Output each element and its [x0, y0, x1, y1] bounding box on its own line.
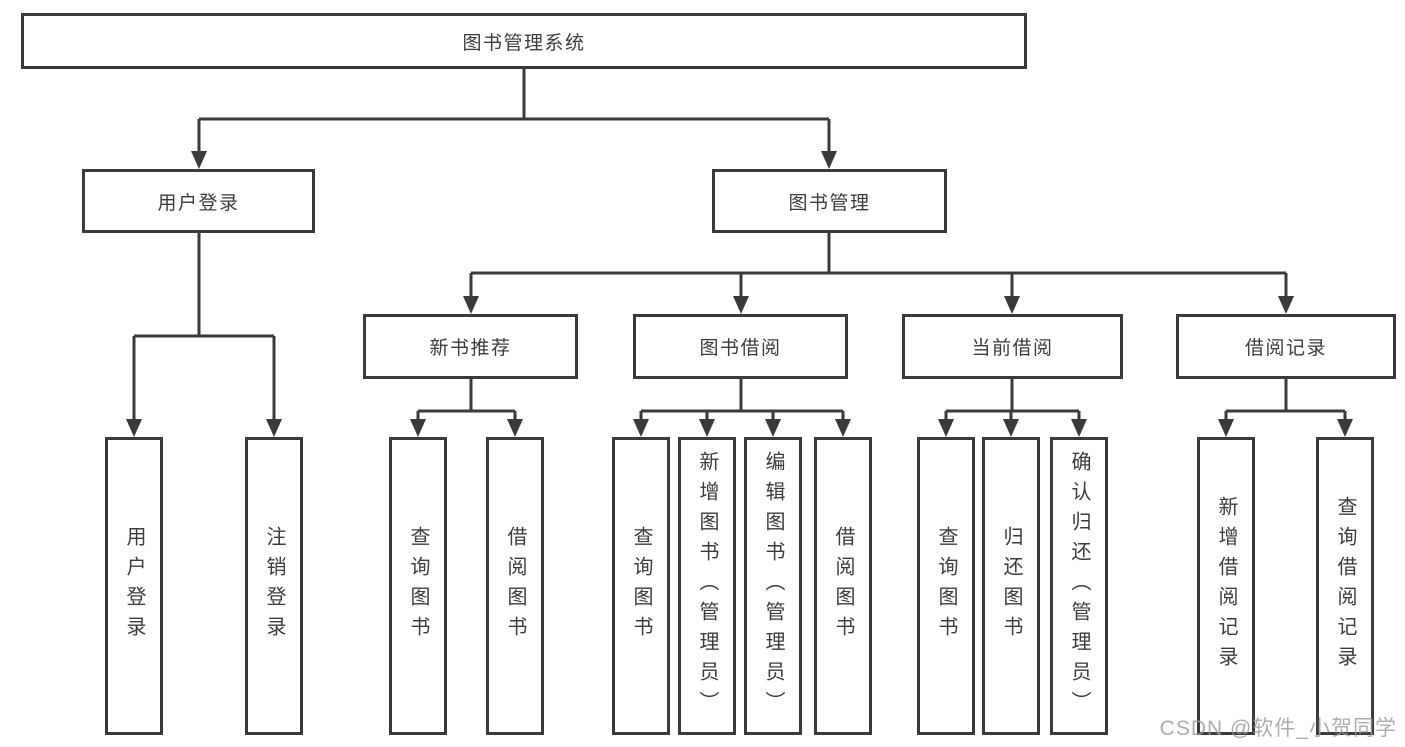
node-label: 编辑图书（管理员） — [762, 451, 784, 721]
node-label: 借阅图书 — [504, 526, 526, 646]
node-label: 用户登录 — [157, 192, 240, 214]
leaf-query-books-borrow: 查询图书 — [612, 437, 670, 735]
leaf-query-books-recommend: 查询图书 — [389, 437, 447, 735]
arrow-down-icon — [191, 151, 207, 169]
arrow-down-icon — [765, 419, 781, 437]
leaf-borrow-books-recommend: 借阅图书 — [486, 437, 544, 735]
arrowhead-icons — [126, 151, 1353, 437]
arrow-down-icon — [1218, 419, 1234, 437]
arrow-down-icon — [1004, 296, 1020, 314]
arrow-down-icon — [699, 419, 715, 437]
leaf-add-borrow-record: 新增借阅记录 — [1197, 437, 1255, 735]
node-borrow-records: 借阅记录 — [1176, 314, 1396, 379]
arrow-down-icon — [835, 419, 851, 437]
arrow-down-icon — [410, 419, 426, 437]
arrow-down-icon — [463, 296, 479, 314]
node-label: 归还图书 — [1000, 526, 1022, 646]
node-book-borrow: 图书借阅 — [633, 314, 848, 379]
leaf-borrow-books: 借阅图书 — [814, 437, 872, 735]
arrow-down-icon — [1003, 419, 1019, 437]
node-label: 确认归还（管理员） — [1068, 451, 1090, 721]
node-label: 当前借阅 — [971, 338, 1054, 359]
leaf-query-books-current: 查询图书 — [917, 437, 975, 735]
node-label: 查询借阅记录 — [1334, 496, 1356, 676]
node-label: 查询图书 — [935, 526, 957, 646]
arrow-down-icon — [938, 419, 954, 437]
node-label: 新增借阅记录 — [1215, 496, 1237, 676]
leaf-return-books: 归还图书 — [982, 437, 1040, 735]
watermark: CSDN @软件_小贺同学 — [1159, 717, 1397, 740]
node-current-borrow: 当前借阅 — [902, 314, 1123, 379]
node-label: 用户登录 — [123, 526, 145, 646]
arrow-down-icon — [1278, 296, 1294, 314]
node-book-management: 图书管理 — [712, 169, 947, 233]
leaf-logout: 注销登录 — [245, 437, 303, 735]
arrow-down-icon — [507, 419, 523, 437]
node-label: 查询图书 — [630, 526, 652, 646]
leaf-edit-books-admin: 编辑图书（管理员） — [744, 437, 802, 735]
leaf-query-borrow-record: 查询借阅记录 — [1316, 437, 1374, 735]
node-label: 查询图书 — [407, 526, 429, 646]
node-label: 图书借阅 — [699, 338, 782, 359]
arrow-down-icon — [633, 419, 649, 437]
arrow-down-icon — [821, 151, 837, 169]
node-label: 借阅记录 — [1244, 338, 1327, 359]
leaf-add-books-admin: 新增图书（管理员） — [678, 437, 736, 735]
node-label: 借阅图书 — [832, 526, 854, 646]
leaf-user-login: 用户登录 — [105, 437, 163, 735]
node-label: 图书管理系统 — [462, 32, 586, 54]
node-label: 注销登录 — [263, 526, 285, 646]
node-new-book-recommend: 新书推荐 — [363, 314, 578, 379]
arrow-down-icon — [1337, 419, 1353, 437]
arrow-down-icon — [1071, 419, 1087, 437]
leaf-confirm-return-admin: 确认归还（管理员） — [1050, 437, 1108, 735]
node-label: 图书管理 — [788, 192, 871, 214]
arrow-down-icon — [126, 419, 142, 437]
arrow-down-icon — [733, 296, 749, 314]
node-library-system: 图书管理系统 — [21, 13, 1027, 69]
node-label: 新书推荐 — [429, 338, 512, 359]
arrow-down-icon — [266, 419, 282, 437]
node-label: 新增图书（管理员） — [696, 451, 718, 721]
node-user-login: 用户登录 — [82, 169, 315, 233]
connector-path — [132, 69, 1347, 421]
